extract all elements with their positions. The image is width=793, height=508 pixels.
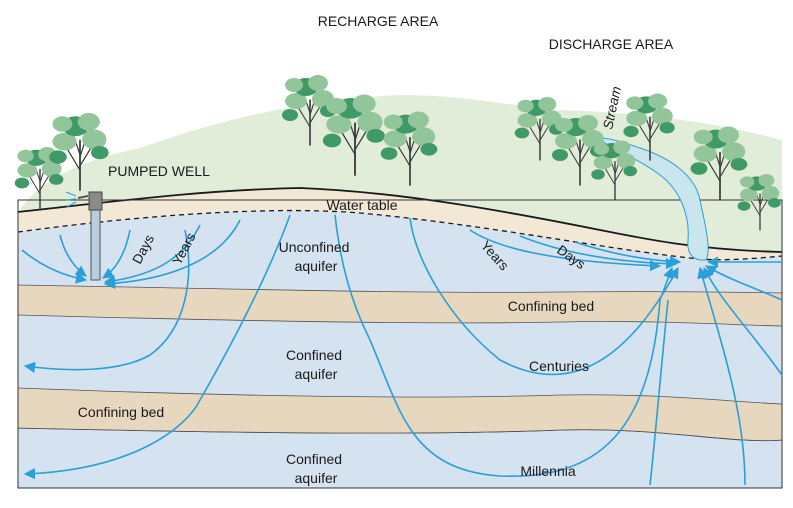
confined-aquifer-lower <box>17 427 783 489</box>
pumped-well-label: PUMPED WELL <box>108 163 210 179</box>
diagram-frame <box>17 199 783 489</box>
unsaturated-zone <box>18 188 782 260</box>
land-surface-line <box>17 187 783 253</box>
confined-aquifer-upper-label: Confined aquifer <box>286 347 346 382</box>
discharge-area-label: DISCHARGE AREA <box>549 36 674 52</box>
confined-aquifer-upper <box>18 315 782 404</box>
centuries-label: Centuries <box>529 358 589 374</box>
unconfined-aquifer <box>18 210 782 293</box>
confined-aquifer-lower-label: Confined aquifer <box>286 451 346 486</box>
unconfined-aquifer-label: Unconfined aquifer <box>279 239 354 274</box>
water-table-label: Water table <box>326 197 397 213</box>
confining-bed-lower-label: Confining bed <box>78 404 164 420</box>
confining-bed-lower <box>18 388 782 441</box>
confining-bed-upper <box>18 285 782 326</box>
flow-lines <box>21 214 783 486</box>
recharge-area-label: RECHARGE AREA <box>318 13 439 29</box>
well-pump-icon <box>65 191 103 281</box>
confining-bed-upper-label: Confining bed <box>508 298 594 314</box>
millennia-label: Millennia <box>520 463 575 479</box>
stream <box>599 137 709 261</box>
